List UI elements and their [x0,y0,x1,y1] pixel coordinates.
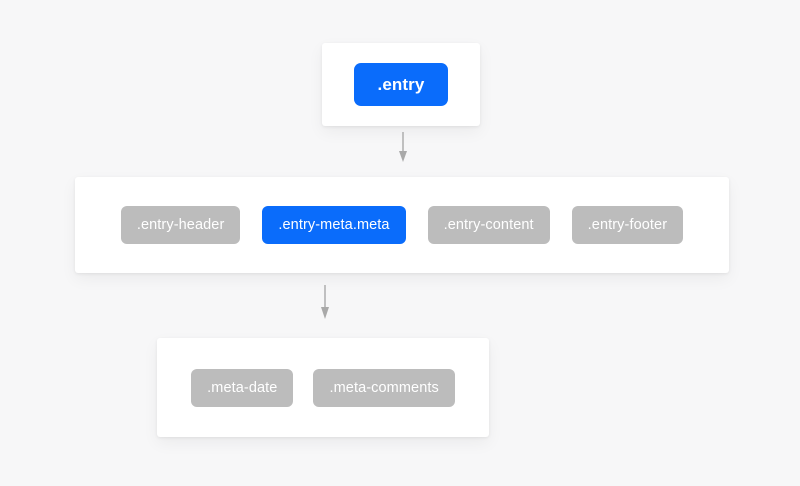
node-entry-meta[interactable]: .entry-meta.meta [262,206,406,244]
diagram-card-grandchildren: .meta-date .meta-comments [157,338,489,437]
node-entry-content[interactable]: .entry-content [427,206,550,244]
node-entry[interactable]: .entry [353,63,449,106]
node-entry-header[interactable]: .entry-header [120,206,241,244]
arrow-down-icon-root-to-children [395,132,411,162]
node-meta-comments[interactable]: .meta-comments [313,368,455,407]
node-meta-date[interactable]: .meta-date [191,368,294,407]
diagram-card-root: .entry [322,43,480,126]
arrow-down-icon-children-to-grandchildren [317,285,333,319]
node-entry-footer[interactable]: .entry-footer [571,206,684,244]
diagram-card-children: .entry-header .entry-meta.meta .entry-co… [75,177,729,273]
